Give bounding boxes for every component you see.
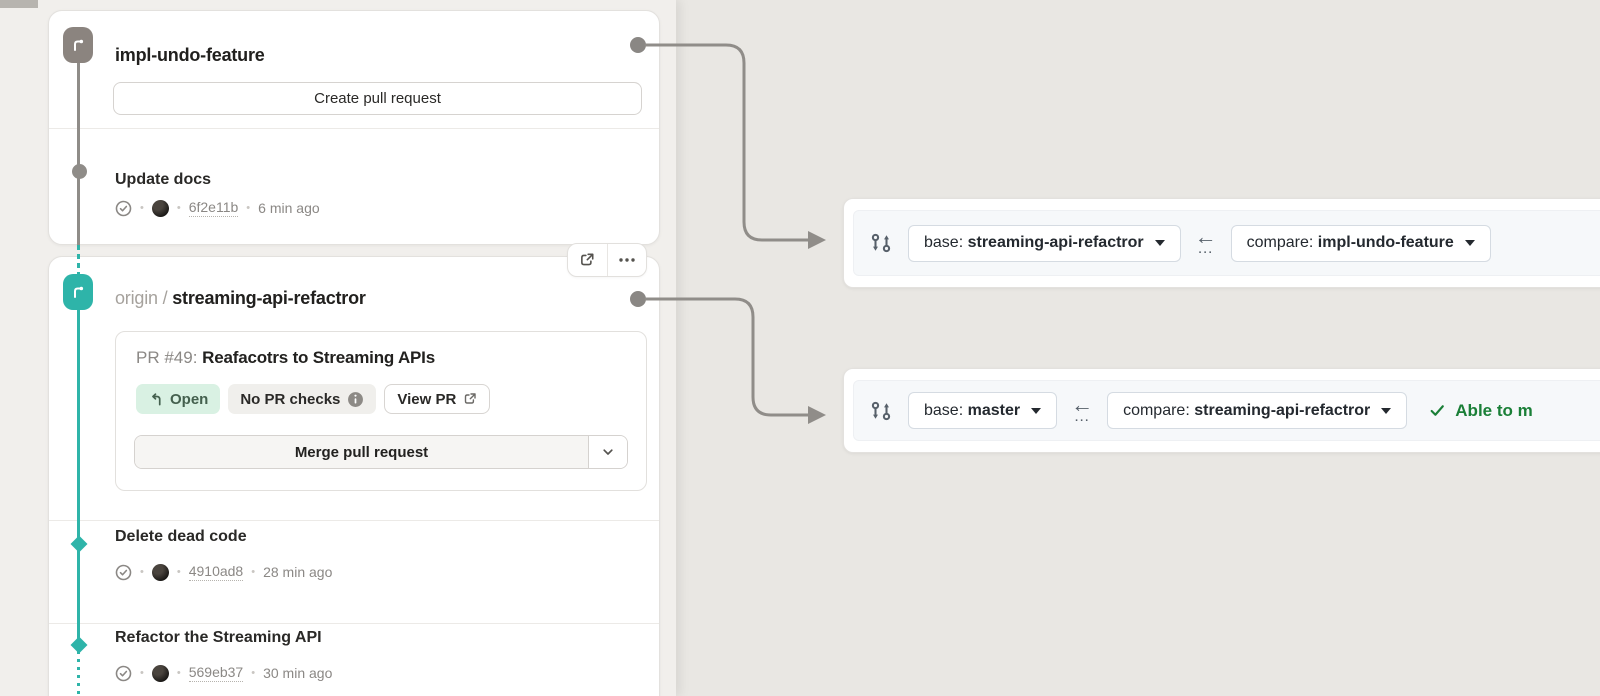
branch-name-label: streaming-api-refactror xyxy=(172,288,366,308)
commit-hash-link[interactable]: 4910ad8 xyxy=(188,563,244,581)
compare-bar: base: streaming-api-refactror ← … compar… xyxy=(853,210,1600,276)
branch-card-actions xyxy=(567,243,647,277)
panel-corner-block xyxy=(0,0,38,8)
caret-down-icon xyxy=(1031,407,1042,414)
compare-branch-dropdown[interactable]: compare: streaming-api-refactror xyxy=(1107,392,1408,429)
pr-number: PR #49: xyxy=(136,348,198,367)
merge-options-dropdown[interactable] xyxy=(589,436,627,468)
pr-status-label: Open xyxy=(170,390,209,408)
commit-time: 28 min ago xyxy=(263,564,333,580)
pull-request-box: PR #49: Reafacotrs to Streaming APIs Ope… xyxy=(115,331,647,491)
base-label: base: streaming-api-refactror xyxy=(924,234,1144,251)
branch-line-teal-dashed xyxy=(77,245,80,274)
compare-label: compare: streaming-api-refactror xyxy=(1123,401,1371,419)
git-compare-icon xyxy=(870,400,892,422)
pr-checks-badge: No PR checks xyxy=(228,384,377,414)
left-arrow-icon: ← xyxy=(1071,391,1094,417)
ellipsis-icon xyxy=(618,257,636,263)
merge-status-label: Able to m xyxy=(1455,400,1533,420)
connector-dot xyxy=(630,37,646,53)
open-external-button[interactable] xyxy=(568,244,607,276)
separator-dot: • xyxy=(251,566,256,578)
commit-time: 6 min ago xyxy=(258,200,320,216)
commit-title: Update docs xyxy=(115,171,212,188)
avatar xyxy=(151,664,169,682)
compare-widget-2: base: master ← … compare: streaming-api-… xyxy=(843,368,1600,453)
pr-title: Reafacotrs to Streaming APIs xyxy=(202,348,435,367)
branch-line-teal-dotted xyxy=(77,651,80,696)
base-branch-dropdown[interactable]: base: master xyxy=(908,392,1058,429)
caret-down-icon xyxy=(1381,407,1392,414)
separator-dot: • xyxy=(176,566,181,578)
commit-title: Delete dead code xyxy=(115,528,247,545)
compare-widget-1: base: streaming-api-refactror ← … compar… xyxy=(843,198,1600,288)
check-icon xyxy=(1429,402,1446,419)
branch-card-streaming-api-refactror: origin / streaming-api-refactror PR #49:… xyxy=(48,256,660,696)
left-arrow-icon: ← xyxy=(1194,224,1217,249)
commit-meta: • • 4910ad8 • 28 min ago xyxy=(115,562,332,582)
separator-dot: • xyxy=(140,202,144,214)
view-pr-button[interactable]: View PR xyxy=(384,384,491,414)
branch-line-gray xyxy=(77,63,80,245)
commit-node xyxy=(72,164,87,179)
ellipsis-text: … xyxy=(1073,407,1091,425)
commit-meta: • • 569eb37 • 30 min ago xyxy=(115,663,332,683)
connector-dot xyxy=(630,291,646,307)
pr-checks-label: No PR checks xyxy=(240,390,341,408)
compare-bar: base: master ← … compare: streaming-api-… xyxy=(853,380,1600,441)
check-circle-icon xyxy=(115,564,132,581)
separator-dot: • xyxy=(251,667,256,679)
compare-label: compare: impl-undo-feature xyxy=(1246,234,1454,251)
commit-hash-link[interactable]: 6f2e11b xyxy=(188,199,239,217)
pr-status-badge: Open xyxy=(136,384,221,414)
commit-time: 30 min ago xyxy=(263,665,333,681)
avatar xyxy=(151,199,169,217)
separator-dot: • xyxy=(140,667,144,679)
view-pr-label: View PR xyxy=(397,390,457,408)
divider xyxy=(49,520,659,521)
external-link-icon xyxy=(579,252,595,268)
caret-down-icon xyxy=(1154,240,1165,246)
divider xyxy=(49,623,659,624)
branch-name: origin / streaming-api-refactror xyxy=(115,288,366,309)
merge-pull-request-split-button: Merge pull request xyxy=(134,435,628,469)
compare-direction: ← … xyxy=(1194,224,1217,257)
pr-badges-row: Open No PR checks View PR xyxy=(136,384,491,414)
separator-dot: • xyxy=(140,566,144,578)
remote-label: origin / xyxy=(115,288,168,308)
branch-line-teal xyxy=(77,310,80,645)
branch-icon xyxy=(63,27,93,63)
divider xyxy=(49,128,659,129)
compare-direction: ← … xyxy=(1071,391,1094,425)
chevron-down-icon xyxy=(601,445,615,459)
branch-card-impl-undo-feature: impl-undo-feature Create pull request Up… xyxy=(48,10,660,245)
info-icon[interactable] xyxy=(347,391,364,408)
merge-pull-request-button[interactable]: Merge pull request xyxy=(135,436,589,468)
pr-heading: PR #49: Reafacotrs to Streaming APIs xyxy=(136,348,435,368)
check-circle-icon xyxy=(115,200,132,217)
base-label: base: master xyxy=(924,401,1021,419)
pull-request-arrow-icon xyxy=(148,392,163,407)
commit-hash-link[interactable]: 569eb37 xyxy=(188,664,244,682)
separator-dot: • xyxy=(176,202,181,214)
base-branch-dropdown[interactable]: base: streaming-api-refactror xyxy=(908,224,1181,262)
separator-dot: • xyxy=(246,202,251,214)
commit-meta: • • 6f2e11b • 6 min ago xyxy=(115,198,320,218)
separator-dot: • xyxy=(176,667,181,679)
external-link-icon xyxy=(463,392,477,406)
commit-title: Refactor the Streaming API xyxy=(115,629,322,646)
merge-status: Able to m xyxy=(1429,400,1533,421)
more-options-button[interactable] xyxy=(606,244,647,276)
branch-icon xyxy=(63,274,93,310)
branch-name: impl-undo-feature xyxy=(115,45,265,66)
branches-panel: impl-undo-feature Create pull request Up… xyxy=(0,0,676,696)
caret-down-icon xyxy=(1464,240,1475,246)
create-pull-request-button[interactable]: Create pull request xyxy=(113,82,642,115)
compare-branch-dropdown[interactable]: compare: impl-undo-feature xyxy=(1230,224,1491,262)
ellipsis-text: … xyxy=(1197,240,1215,257)
branch-name-label: impl-undo-feature xyxy=(115,45,265,65)
check-circle-icon xyxy=(115,665,132,682)
avatar xyxy=(151,563,169,581)
git-compare-icon xyxy=(870,232,892,254)
